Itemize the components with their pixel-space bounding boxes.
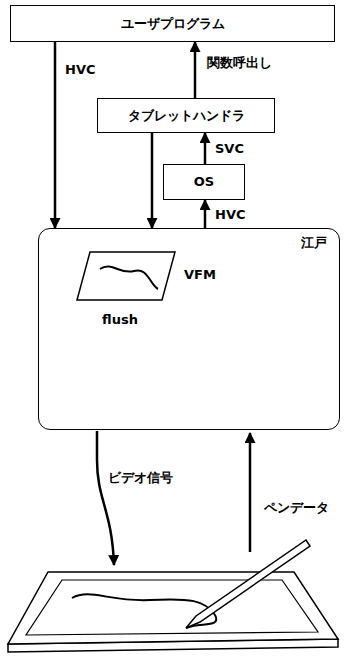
tablet (8, 572, 338, 644)
pen-data-arrow (249, 433, 252, 552)
signal-name: flush (100, 312, 140, 328)
signal-name: ペンデータ (262, 500, 331, 516)
arrow-connector (54, 42, 57, 228)
call-label: HVC (63, 62, 97, 78)
arrow-connector (194, 42, 197, 98)
call-label: SVC (213, 141, 246, 157)
node-label: 江戸 (301, 235, 327, 251)
buffer-outline (77, 252, 175, 300)
handler-box: タブレットハンドラ (97, 98, 275, 133)
arrow-connector (151, 133, 154, 228)
os-box: OS (163, 164, 245, 200)
arrow-connector (204, 133, 207, 164)
call-label: HVC (213, 207, 247, 223)
node-label: ユーザプログラム (121, 16, 225, 32)
vfm-buffer: VFM (76, 251, 176, 301)
tablet-screen (26, 580, 318, 635)
program-box: ユーザプログラム (10, 5, 335, 42)
node-label: OS (194, 174, 214, 190)
video-arrow (97, 431, 114, 565)
pen (186, 540, 310, 628)
device-box: 江戸 VFM (38, 228, 340, 430)
node-label: タブレットハンドラ (128, 108, 245, 124)
signal-name: ビデオ信号 (106, 470, 175, 486)
arrow-connector (204, 200, 207, 228)
stroke-curve (100, 266, 158, 289)
node-label: VFM (184, 267, 216, 283)
call-label: 関数呼出し (205, 55, 274, 71)
buffer-outline (76, 251, 176, 301)
